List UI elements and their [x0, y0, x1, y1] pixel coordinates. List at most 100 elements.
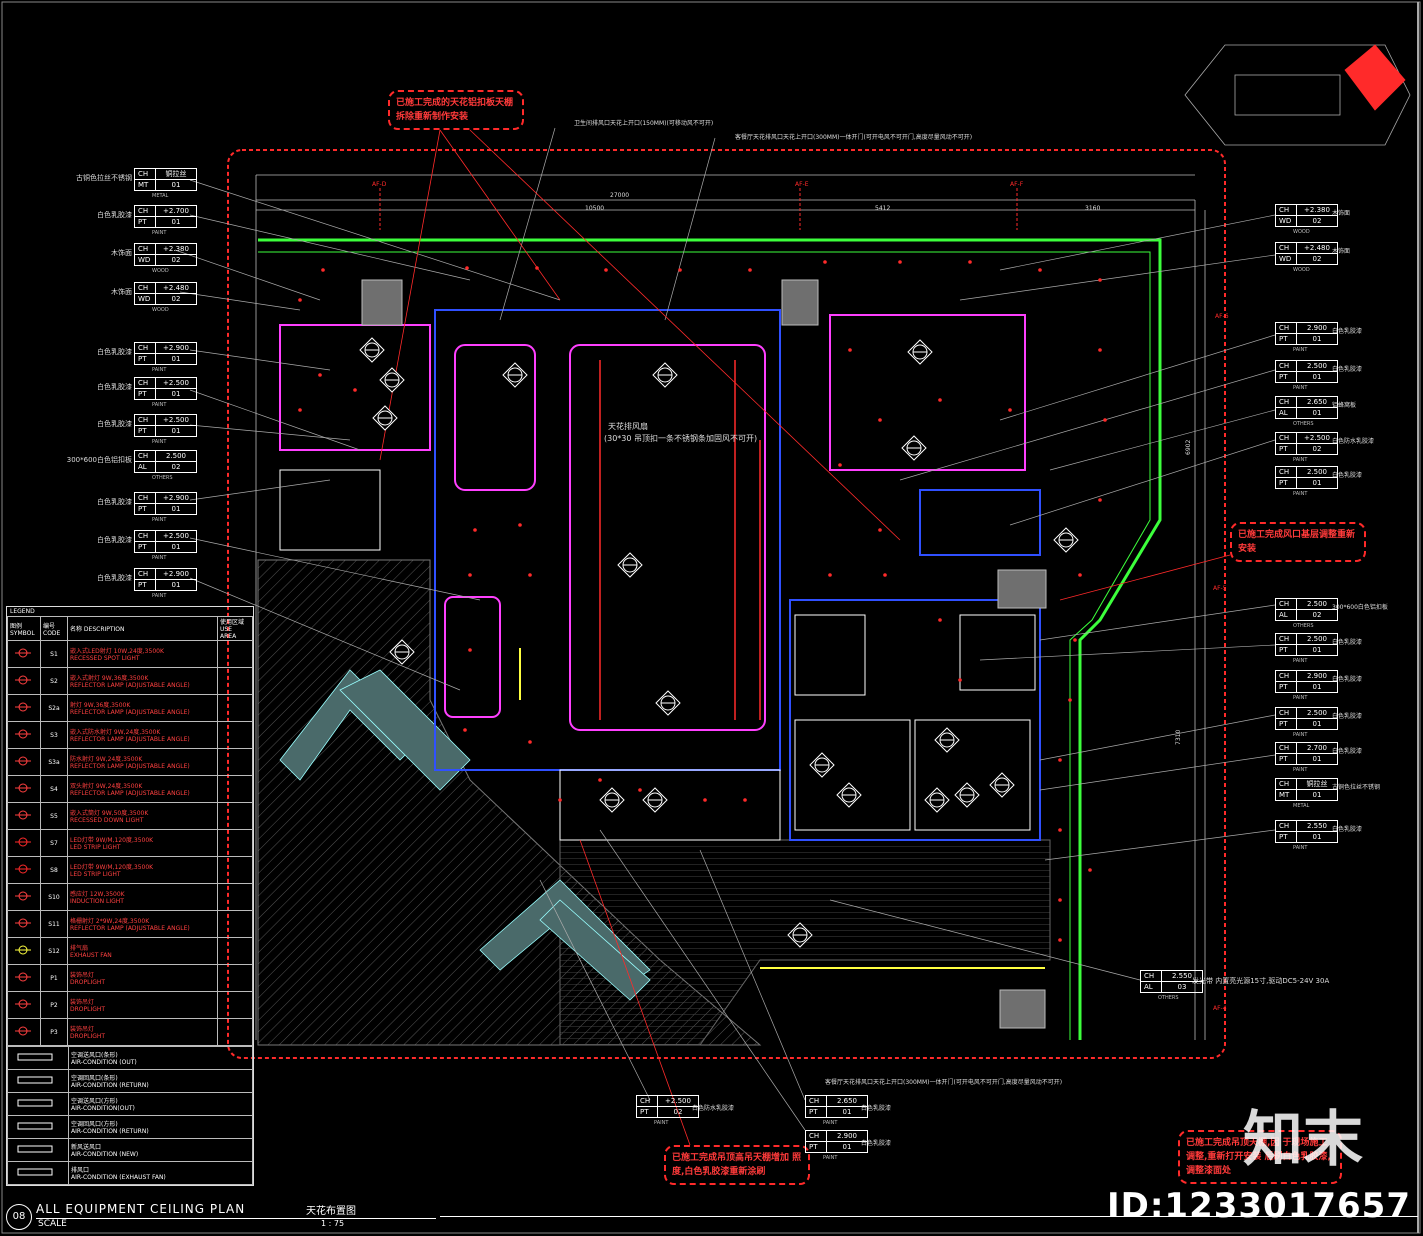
tag-key: AL: [1140, 981, 1162, 993]
legend-description-en: RECESSED SPOT LIGHT: [70, 655, 140, 662]
tag-key: CH: [1275, 778, 1297, 790]
light-fixture-icon: [558, 798, 562, 802]
legend-title: LEGEND: [10, 608, 35, 615]
legend-symbol-icon: [7, 667, 41, 695]
tag-category: PAINT: [152, 230, 167, 236]
section-marker-icon: [787, 922, 813, 948]
legend-area: [217, 721, 253, 749]
right_tags-label: 白色乳胶漆: [1332, 748, 1363, 755]
left_tags-label: 古铜色拉丝不锈钢: [76, 174, 132, 182]
light-fixture-icon: [1073, 638, 1077, 642]
tag-key: CH: [1275, 204, 1297, 216]
section-marker-icon: [809, 752, 835, 778]
legend-ac-description: 空调送风口(方形)AIR-CONDITION(OUT): [68, 1092, 253, 1116]
right_tags-label: 白色乳胶漆: [1332, 472, 1363, 479]
tag-value: 02: [1296, 443, 1338, 455]
section-marker-icon: [954, 782, 980, 808]
tag-category: PAINT: [152, 517, 167, 523]
tag-key: PT: [1275, 443, 1297, 455]
light-fixture-icon: [1038, 268, 1042, 272]
tag-value: 02: [1296, 609, 1338, 621]
left_tags-label: 白色乳胶漆: [97, 498, 132, 506]
light-fixture-icon: [678, 268, 682, 272]
legend-description-cn: LED灯带 9W/M,120度,3500K: [70, 864, 154, 871]
tag-key: WD: [1275, 253, 1297, 265]
legend-ac-description-cn: 空调回风口(方形): [71, 1121, 118, 1128]
legend-symbol-icon: [7, 991, 41, 1019]
legend-code: S2a: [40, 694, 68, 722]
tag-key: CH: [1275, 633, 1297, 645]
section-marker-icon: [901, 435, 927, 461]
bottom_tags-label: 白色防水乳胶漆: [692, 1105, 735, 1112]
legend-code: S12: [40, 937, 68, 965]
light-fixture-icon: [838, 463, 842, 467]
light-fixture-icon: [468, 648, 472, 652]
legend-ac-description-cn: 空调送风口(条形): [71, 1052, 118, 1059]
revision-cloud-2: 已施工完成风口基层调整重新安装: [1230, 522, 1366, 562]
title-en: ALL EQUIPMENT CEILING PLAN: [36, 1202, 246, 1216]
left_tags-label: 白色乳胶漆: [97, 383, 132, 391]
title-block: 08 ALL EQUIPMENT CEILING PLAN SCALE 天花布置…: [6, 1202, 436, 1230]
tag-value: 01: [155, 503, 197, 515]
tag-key: PT: [1275, 831, 1297, 843]
tag-key: CH: [1275, 707, 1297, 719]
tag-key: CH: [1275, 742, 1297, 754]
tag-value: +2.700: [155, 205, 197, 217]
light-fixture-icon: [883, 573, 887, 577]
light-fixture-icon: [638, 788, 642, 792]
light-fixture-icon: [1098, 348, 1102, 352]
legend-description-en: REFLECTOR LAMP (ADJUSTABLE ANGLE): [70, 682, 190, 689]
section-marker-icon: [652, 362, 678, 388]
tag-key: CH: [134, 342, 156, 354]
legend-description-en: REFLECTOR LAMP (ADJUSTABLE ANGLE): [70, 763, 190, 770]
tag-key: CH: [134, 377, 156, 389]
legend-ac-row: 空调回风口(条形)AIR-CONDITION (RETURN): [7, 1069, 253, 1093]
tag-value: 01: [1296, 681, 1338, 693]
light-fixture-icon: [1058, 758, 1062, 762]
light-fixture-icon: [353, 388, 357, 392]
air-vent-icon: [7, 1092, 69, 1116]
light-fixture-icon: [878, 418, 882, 422]
legend-symbol-icon: [7, 748, 41, 776]
light-fixture-icon: [298, 298, 302, 302]
tag-value: 01: [1296, 477, 1338, 489]
legend-code: S11: [40, 910, 68, 938]
legend-area: [217, 640, 253, 668]
tag-category: PAINT: [1293, 457, 1308, 463]
tag-category: PAINT: [152, 593, 167, 599]
right_tags-label: 300*600白色铝扣板: [1332, 604, 1388, 611]
air-vent-icon: [7, 1046, 69, 1070]
tag-key: CH: [636, 1095, 658, 1107]
legend-code: P1: [40, 964, 68, 992]
legend-ac-description-cn: 排风口: [71, 1167, 90, 1174]
legend-area: [217, 856, 253, 884]
section-marker-icon: [502, 362, 528, 388]
tag-category: OTHERS: [152, 475, 173, 481]
legend-area: [217, 748, 253, 776]
revision-cloud-1: 已施工完成的天花铝扣板天棚 拆除重新制作安装: [388, 90, 524, 130]
legend-description-en: REFLECTOR LAMP (ADJUSTABLE ANGLE): [70, 925, 190, 932]
legend-description-en: EXHAUST FAN: [70, 952, 112, 959]
light-fixture-icon: [321, 268, 325, 272]
air-vent-icon: [7, 1161, 69, 1185]
revision-cloud-outline: [227, 149, 1226, 1059]
tag-category: OTHERS: [1293, 623, 1314, 629]
tag-value: 01: [155, 425, 197, 437]
left_tags-label: 白色乳胶漆: [97, 211, 132, 219]
